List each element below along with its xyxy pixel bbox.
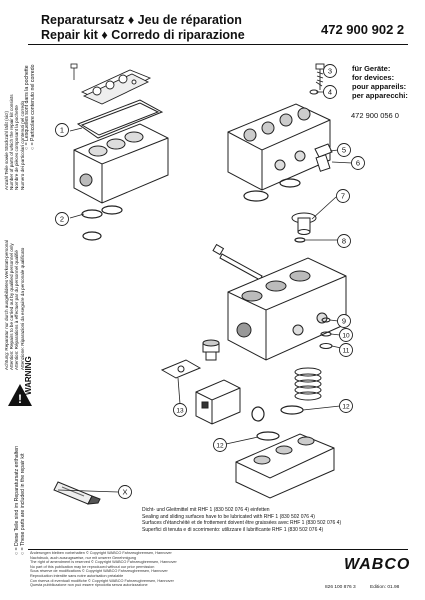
svg-text:!: ! (18, 392, 22, 406)
document-number: 826 100 876 3 (325, 585, 356, 590)
callout-label-11: 11 (343, 348, 350, 355)
devices-number: 472 900 056 0 (351, 111, 399, 120)
callout-1 (55, 123, 69, 137)
footer-line: No part of this publication may be repro… (30, 564, 155, 569)
footer-line: Reproduction interdite sans notre autori… (30, 573, 124, 578)
footer-line: Nachdruck, auch auszugsweise, nur mit un… (30, 555, 136, 560)
main-body (227, 257, 347, 361)
spring (294, 367, 322, 401)
callout-label-1: 1 (60, 126, 64, 135)
callout-10 (339, 328, 353, 342)
callout-label-3: 3 (328, 67, 332, 76)
footer-copyright: Änderungen bleiben vorbehalten © Copyrig… (30, 551, 177, 588)
note-line-fr: Surfaces d'étanchéité et de frottement d… (142, 520, 342, 527)
screw-small (70, 63, 78, 80)
solenoid-housing (195, 379, 241, 425)
footer-line: Questa pubblicazione non può essere ripr… (30, 583, 148, 588)
callout-13 (173, 403, 187, 417)
callout-7 (336, 189, 350, 203)
callout-label-9: 9 (342, 317, 346, 326)
callout-label-7: 7 (341, 192, 345, 201)
footer-rule (28, 549, 408, 550)
o-ring-8 (294, 237, 306, 243)
bottom-cover (235, 433, 335, 499)
callout-9 (337, 314, 351, 328)
seal-5 (314, 143, 333, 158)
footer-line: Änderungen bleiben vorbehalten © Copyrig… (30, 551, 172, 555)
callout-label-10: 10 (342, 333, 350, 340)
callout-6 (351, 156, 365, 170)
callout-label-8: 8 (342, 237, 346, 246)
note-line-de: Dicht- und Gleitmittel mit RHF 1 (830 50… (142, 507, 270, 513)
callout-label-12a: 12 (342, 404, 350, 411)
callout-label-13: 13 (176, 408, 184, 415)
gasket-1 (76, 99, 164, 139)
callout-label-5: 5 (342, 146, 346, 155)
callout-11 (339, 343, 353, 357)
valve-block-upper (227, 103, 331, 191)
callout-circles (55, 64, 365, 499)
piston-6 (315, 154, 331, 172)
devices-label-it: per apparecchi: (352, 91, 408, 100)
devices-label-de: für Geräte: (352, 64, 391, 73)
long-bolt (212, 243, 263, 281)
note-line-en: Sealing and sliding surfaces have to be … (142, 513, 315, 520)
screw-3 (315, 63, 325, 90)
callout-4 (323, 85, 337, 99)
callout-label-6: 6 (356, 159, 360, 168)
warning-triangle-icon: ! (8, 384, 32, 406)
devices-labels: für Geräte: for devices: pour appareils:… (352, 64, 408, 100)
edition: Edition: 01.98 (370, 585, 400, 590)
lubrication-notes: Dicht- und Gleitmittel mit RHF 1 (830 50… (142, 507, 341, 533)
callout-3 (323, 64, 337, 78)
o-rings-2 (81, 205, 123, 241)
callout-2 (55, 212, 69, 226)
footer-line: Con riserva di eventuali modifiche © Cop… (30, 578, 174, 583)
callout-label-12b: 12 (216, 443, 224, 450)
wabco-logo: WABCO (344, 556, 411, 573)
devices-label-fr: pour appareils: (352, 82, 407, 91)
plug-screw (202, 339, 220, 361)
o-rings-upper (243, 178, 301, 202)
callout-5 (337, 143, 351, 157)
callout-label-4: 4 (328, 88, 332, 97)
gasket-plate-13 (160, 359, 202, 379)
callout-8 (337, 234, 351, 248)
callout-label-2: 2 (60, 215, 64, 224)
gasket-plate (80, 69, 152, 105)
note-line-it: Superfici di tenuta e di scorrimento: ut… (142, 526, 324, 533)
callout-label-x: X (122, 488, 127, 497)
valve-insert-7 (291, 212, 317, 235)
part-number: 472 900 902 2 (321, 22, 405, 37)
devices-label-en: for devices: (352, 73, 395, 82)
header-rule (28, 44, 408, 46)
footer-line: Sous réserve de modifications © Copyrigh… (30, 569, 168, 574)
callout-x (118, 485, 132, 499)
title-line-1: Reparatursatz ♦ Jeu de réparation (41, 13, 242, 27)
o-ring-solenoid (251, 406, 265, 422)
title-line-2: Repair kit ♦ Corredo di riparazione (41, 28, 245, 42)
callout-12a (339, 399, 353, 413)
grease-tube-icon (53, 481, 101, 505)
upper-housing (73, 123, 169, 204)
footer-line: The right of amendment is reserved © Cop… (30, 560, 177, 565)
callout-12b (213, 438, 227, 452)
